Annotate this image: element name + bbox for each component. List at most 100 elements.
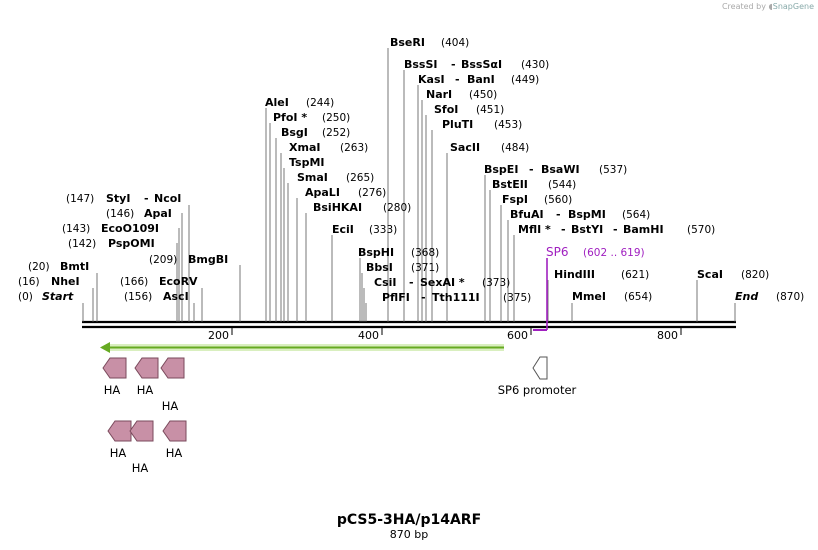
site-separator: -: [556, 208, 561, 221]
site-bani: BanI: [467, 73, 495, 86]
site-pspomi: PspOMI: [108, 237, 155, 250]
site-position: (570): [687, 224, 715, 236]
site-position: (166): [120, 276, 148, 288]
site-ecorv: EcoRV: [159, 275, 198, 288]
site-alei: AleI: [265, 96, 289, 109]
ha-tag: [134, 357, 159, 379]
site-bsawi: BsaWI: [541, 163, 580, 176]
site-position: (564): [622, 209, 650, 221]
tick-label: 600: [507, 329, 528, 342]
ha-tag: [162, 420, 187, 442]
site-bmti: BmtI: [60, 260, 89, 273]
site-position: (142): [68, 238, 96, 250]
snapgene-icon: ◖: [768, 2, 773, 11]
site-sexai: SexAI *: [420, 276, 465, 289]
site-bspmi: BspMI: [568, 208, 606, 221]
site-bsgi: BsgI: [281, 126, 308, 139]
site-position: (276): [358, 187, 386, 199]
site-position: (453): [494, 119, 522, 131]
site-pluti: PluTI: [442, 118, 473, 131]
site-bsssi: BssSI: [404, 58, 438, 71]
plasmid-length: 870 bp: [390, 528, 428, 541]
site-apai: ApaI: [144, 207, 172, 220]
tick-label: 400: [358, 329, 379, 342]
site-bmgbi: BmgBI: [188, 253, 228, 266]
credit-brand: SnapGene: [772, 2, 814, 11]
site-position: (156): [124, 291, 152, 303]
site-bstyi: BstYI: [571, 223, 603, 236]
plasmid-name: pCS5-3HA/p14ARF: [337, 512, 481, 528]
site-xmai: XmaI: [289, 141, 320, 154]
site-ecii: EciI: [332, 223, 354, 236]
site-bseri: BseRI: [390, 36, 425, 49]
site-mfli: MflI *: [518, 223, 551, 236]
site-position: (870): [776, 291, 804, 303]
site-pfoi: PfoI *: [273, 111, 307, 124]
site-position: (451): [476, 104, 504, 116]
site-pflfi: PflFI: [382, 291, 410, 304]
site-position: (263): [340, 142, 368, 154]
site-position: (430): [521, 59, 549, 71]
site-end: End: [735, 290, 758, 303]
ha-tags-row-2: HA HA HA: [107, 420, 187, 475]
site-scai: ScaI: [697, 268, 723, 281]
site-separator: -: [455, 73, 460, 86]
ha-label: HA: [166, 446, 183, 460]
site-sfoi: SfoI: [434, 103, 458, 116]
ha-tag: [107, 420, 132, 442]
site-position: (16): [18, 276, 40, 288]
site-position: (20): [28, 261, 50, 273]
site-start: Start: [42, 290, 74, 303]
site-ncoi: NcoI: [154, 192, 181, 205]
site-csii: CsiI: [374, 276, 396, 289]
site-position: (371): [411, 262, 439, 274]
site-hindiii: HindIII: [554, 268, 595, 281]
site-position: (250): [322, 112, 350, 124]
site-position: (143): [62, 223, 90, 235]
site-position: (560): [544, 194, 572, 206]
site-bsteii: BstEII: [492, 178, 528, 191]
site-smai: SmaI: [297, 171, 328, 184]
site-position: (368): [411, 247, 439, 259]
ha-tag: [129, 420, 154, 442]
site-position: (404): [441, 37, 469, 49]
site-nhei: NheI: [51, 275, 80, 288]
site-mmei: MmeI: [572, 290, 606, 303]
site-separator: -: [421, 291, 426, 304]
site-position: (537): [599, 164, 627, 176]
site-position: (449): [511, 74, 539, 86]
ha-label: HA: [162, 399, 179, 413]
site-position: (544): [548, 179, 576, 191]
site-separator: -: [144, 192, 149, 205]
ha-label: HA: [132, 461, 149, 475]
site-position: (0): [18, 291, 33, 303]
dna-backbone: [82, 320, 736, 329]
upper-site-labels: AleI (244) PfoI * (250) BsgI (252) XmaI …: [265, 36, 804, 304]
sp6-primer-site: SP6 (602 .. 619): [533, 245, 645, 331]
site-position: (244): [306, 97, 334, 109]
sp6-promoter-feature: SP6 promoter: [498, 356, 577, 397]
site-bsihkai: BsiHKAI: [313, 201, 362, 214]
site-bfuai: BfuAI: [510, 208, 544, 221]
orf-arrow: [100, 342, 504, 353]
site-styi: StyI: [106, 192, 130, 205]
site-fspi: FspI: [502, 193, 528, 206]
tick-label: 800: [657, 329, 678, 342]
site-position: (375): [503, 292, 531, 304]
site-position: (147): [66, 193, 94, 205]
site-position: (146): [106, 208, 134, 220]
snapgene-credit: Created by ◖SnapGene: [722, 2, 814, 11]
site-kasi: KasI: [418, 73, 445, 86]
ruler: 200 400 600 800: [208, 327, 682, 342]
site-separator: -: [613, 223, 618, 236]
tick-label: 200: [208, 329, 229, 342]
site-separator: -: [561, 223, 566, 236]
ha-label: HA: [104, 383, 121, 397]
site-asci: AscI: [163, 290, 189, 303]
site-nari: NarI: [426, 88, 452, 101]
site-position: (252): [322, 127, 350, 139]
site-sacii: SacII: [450, 141, 480, 154]
sp6-label: SP6: [546, 245, 569, 259]
site-position: (654): [624, 291, 652, 303]
